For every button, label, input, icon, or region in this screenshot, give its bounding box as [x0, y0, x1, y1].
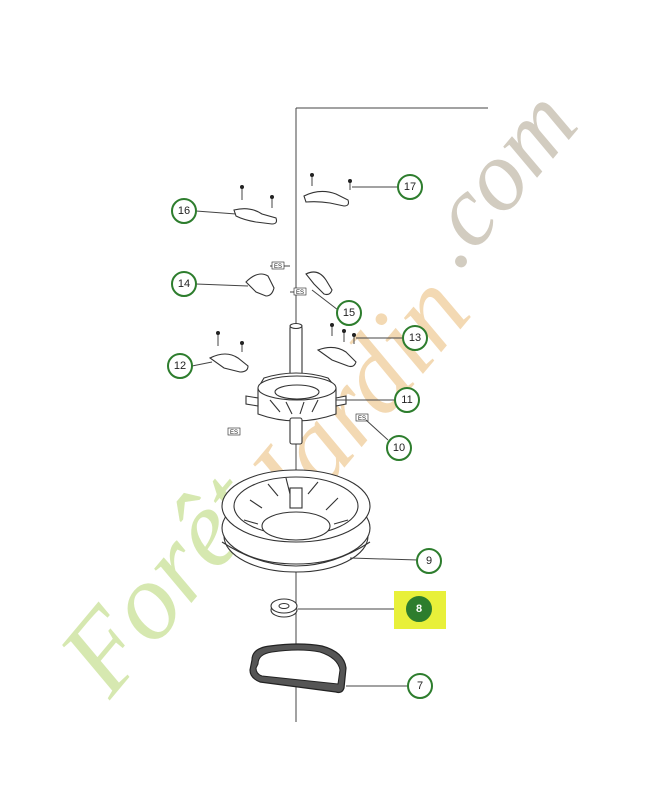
callout-9-label: 9 — [426, 555, 432, 567]
part-8-washer — [270, 598, 298, 618]
callout-10[interactable]: 10 — [386, 435, 412, 461]
callout-10-label: 10 — [393, 442, 405, 454]
callout-16[interactable]: 16 — [171, 198, 197, 224]
callout-14[interactable]: 14 — [171, 271, 197, 297]
callout-7-label: 7 — [417, 680, 423, 692]
part-16-bracket — [233, 185, 278, 225]
part-14-bracket — [245, 265, 290, 297]
callout-12-label: 12 — [174, 360, 186, 372]
small-label-3: ES — [358, 416, 366, 422]
callout-7[interactable]: 7 — [407, 673, 433, 699]
callout-13-label: 13 — [409, 332, 421, 344]
callout-17-label: 17 — [404, 181, 416, 193]
callout-17[interactable]: 17 — [397, 174, 423, 200]
part-17-bracket — [303, 173, 352, 207]
part-11-hub-assembly — [245, 322, 347, 445]
part-7-belt — [249, 643, 347, 694]
watermark-brand-part3: .com — [390, 68, 598, 286]
callout-14-label: 14 — [178, 278, 190, 290]
callout-16-label: 16 — [178, 205, 190, 217]
callout-9[interactable]: 9 — [416, 548, 442, 574]
callout-11-label: 11 — [401, 394, 412, 406]
part-9-pulley — [221, 469, 371, 573]
callout-8[interactable]: 8 — [406, 596, 432, 622]
small-part-labels: ES ES ES ES — [227, 261, 369, 436]
small-label-4: ES — [230, 430, 238, 436]
callout-13[interactable]: 13 — [402, 325, 428, 351]
callout-11[interactable]: 11 — [394, 387, 420, 413]
callout-leaders — [191, 186, 419, 687]
part-13-bracket — [316, 323, 357, 368]
callout-15-label: 15 — [343, 307, 355, 319]
callout-8-label: 8 — [416, 603, 422, 615]
small-label-2: ES — [296, 290, 304, 296]
small-label-1: ES — [274, 264, 282, 270]
callout-15[interactable]: 15 — [336, 300, 362, 326]
part-12-bracket — [208, 331, 249, 373]
callout-12[interactable]: 12 — [167, 353, 193, 379]
